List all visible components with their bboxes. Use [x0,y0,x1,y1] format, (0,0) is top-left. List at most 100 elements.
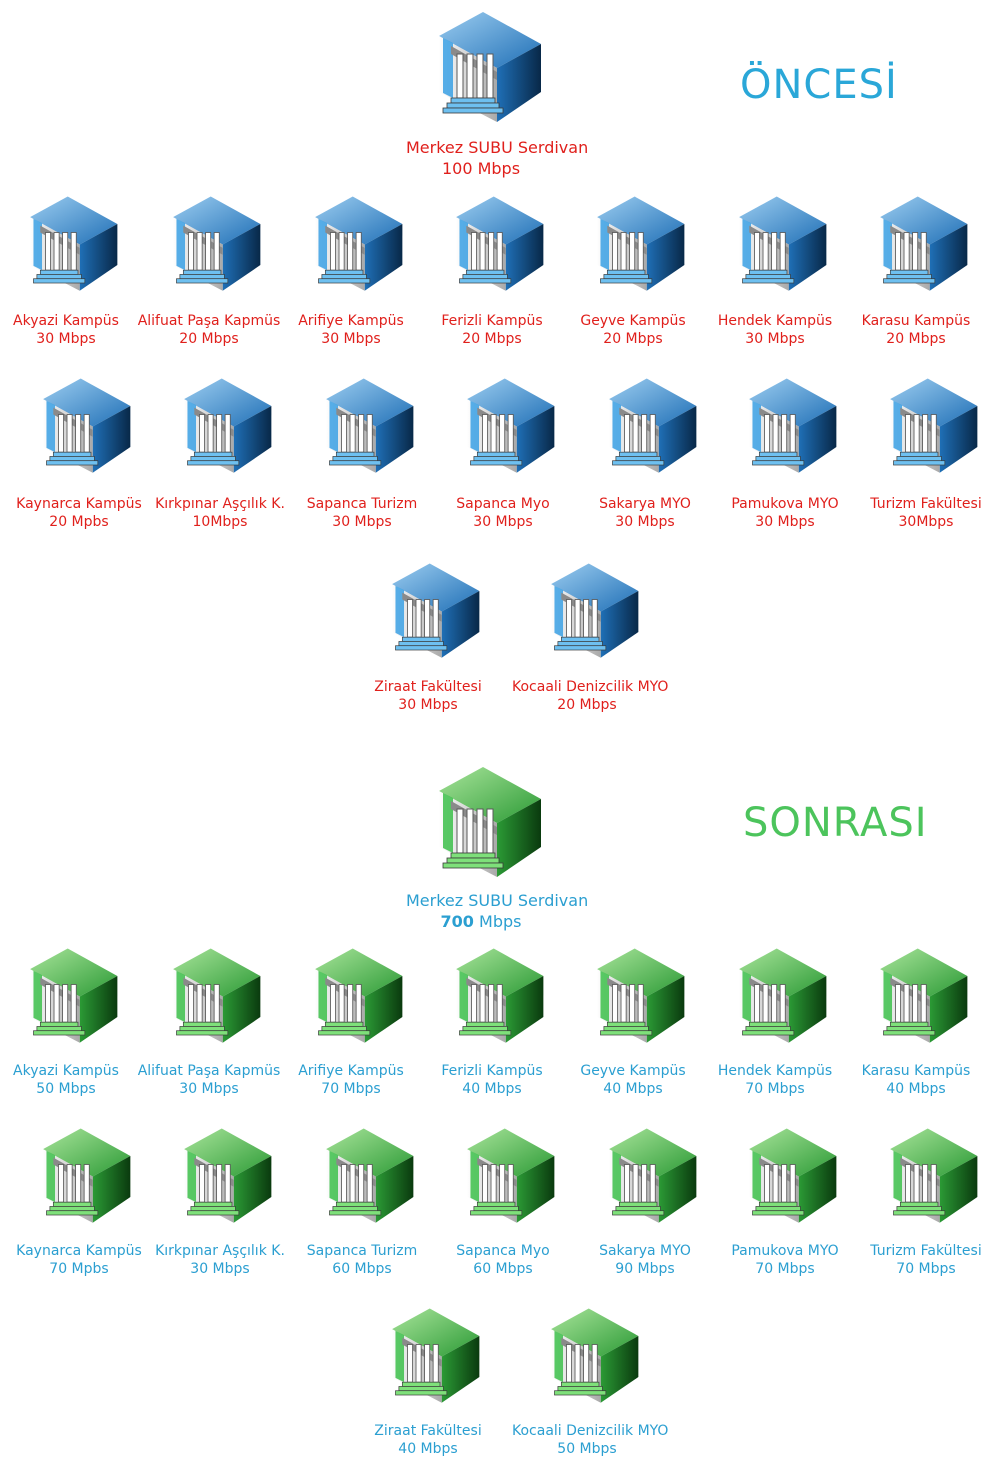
campus-speed: 20 Mbps [558,330,708,348]
campus-speed: 70 Mbps [710,1260,860,1278]
campus-name: Sakarya MYO [570,1242,720,1260]
campus-name: Ziraat Fakültesi [353,1422,503,1440]
campus-speed: 30Mbps [851,513,985,531]
hub-speed-number: 700 [441,912,474,931]
campus-name: Turizm Fakültesi [851,495,985,513]
building-icon [276,188,426,295]
campus-name: Sapanca Turizm [287,1242,437,1260]
building-icon [406,2,556,127]
campus-name: Akyazi Kampüs [0,312,141,330]
building-icon [0,188,141,295]
campus-speed: 70 Mpbs [4,1260,154,1278]
campus-name: Kaynarca Kampüs [4,1242,154,1260]
campus-name: Kaynarca Kampüs [4,495,154,513]
campus-name: Karasu Kampüs [841,312,985,330]
before-title: ÖNCESİ [740,62,898,108]
campus-speed: 70 Mbps [276,1080,426,1098]
building-icon [417,188,567,295]
building-icon [353,1300,503,1407]
campus-speed: 30 Mbps [276,330,426,348]
campus-speed: 30 Mbps [287,513,437,531]
campus-speed: 40 Mbps [558,1080,708,1098]
campus-speed: 10Mbps [145,513,295,531]
building-icon [4,370,154,477]
campus-name: Hendek Kampüs [700,312,850,330]
campus-speed: 40 Mbps [841,1080,985,1098]
building-icon [428,1120,578,1227]
campus-speed: 30 Mbps [428,513,578,531]
building-icon [851,1120,985,1227]
campus-name: Arifiye Kampüs [276,312,426,330]
building-icon [570,1120,720,1227]
building-icon [287,1120,437,1227]
campus-name: Ziraat Fakültesi [353,678,503,696]
building-icon [710,370,860,477]
campus-speed: 40 Mbps [417,1080,567,1098]
campus-speed: 30 Mbps [700,330,850,348]
campus-speed: 30 Mbps [0,330,141,348]
building-icon [145,370,295,477]
campus-name: Geyve Kampüs [558,1062,708,1080]
building-icon [570,370,720,477]
building-icon [276,940,426,1047]
campus-name: Kırkpınar Aşçılık K. [145,1242,295,1260]
building-icon [841,940,985,1047]
building-icon [134,940,284,1047]
after-title: SONRASI [743,800,928,846]
campus-name: Kocaali Denizcilik MYO [512,678,662,696]
campus-name: Ferizli Kampüs [417,1062,567,1080]
building-icon [134,188,284,295]
campus-speed: 60 Mbps [428,1260,578,1278]
building-icon [700,940,850,1047]
campus-name: Kırkpınar Aşçılık K. [145,495,295,513]
campus-speed: 20 Mbps [512,696,662,714]
building-icon [558,188,708,295]
campus-speed: 60 Mbps [287,1260,437,1278]
building-icon [558,940,708,1047]
campus-name: Pamukova MYO [710,495,860,513]
before-campus-label: Kırkpınar Aşçılık K.10Mbps [145,495,295,531]
campus-name: Sapanca Myo [428,1242,578,1260]
campus-speed: 20 Mbps [841,330,985,348]
campus-speed: 30 Mbps [570,513,720,531]
campus-speed: 70 Mbps [700,1080,850,1098]
building-icon [406,757,556,882]
campus-name: Geyve Kampüs [558,312,708,330]
campus-speed: 90 Mbps [570,1260,720,1278]
building-icon [428,370,578,477]
campus-speed: 70 Mbps [851,1260,985,1278]
campus-name: Ferizli Kampüs [417,312,567,330]
campus-name: Sapanca Myo [428,495,578,513]
campus-speed: 50 Mbps [512,1440,662,1458]
campus-speed: 50 Mbps [0,1080,141,1098]
campus-speed: 20 Mbps [417,330,567,348]
campus-name: Sakarya MYO [570,495,720,513]
campus-speed: 30 Mbps [710,513,860,531]
hub-speed-unit: Mbps [474,912,522,931]
building-icon [353,555,503,662]
building-icon [287,370,437,477]
campus-speed: 30 Mbps [145,1260,295,1278]
